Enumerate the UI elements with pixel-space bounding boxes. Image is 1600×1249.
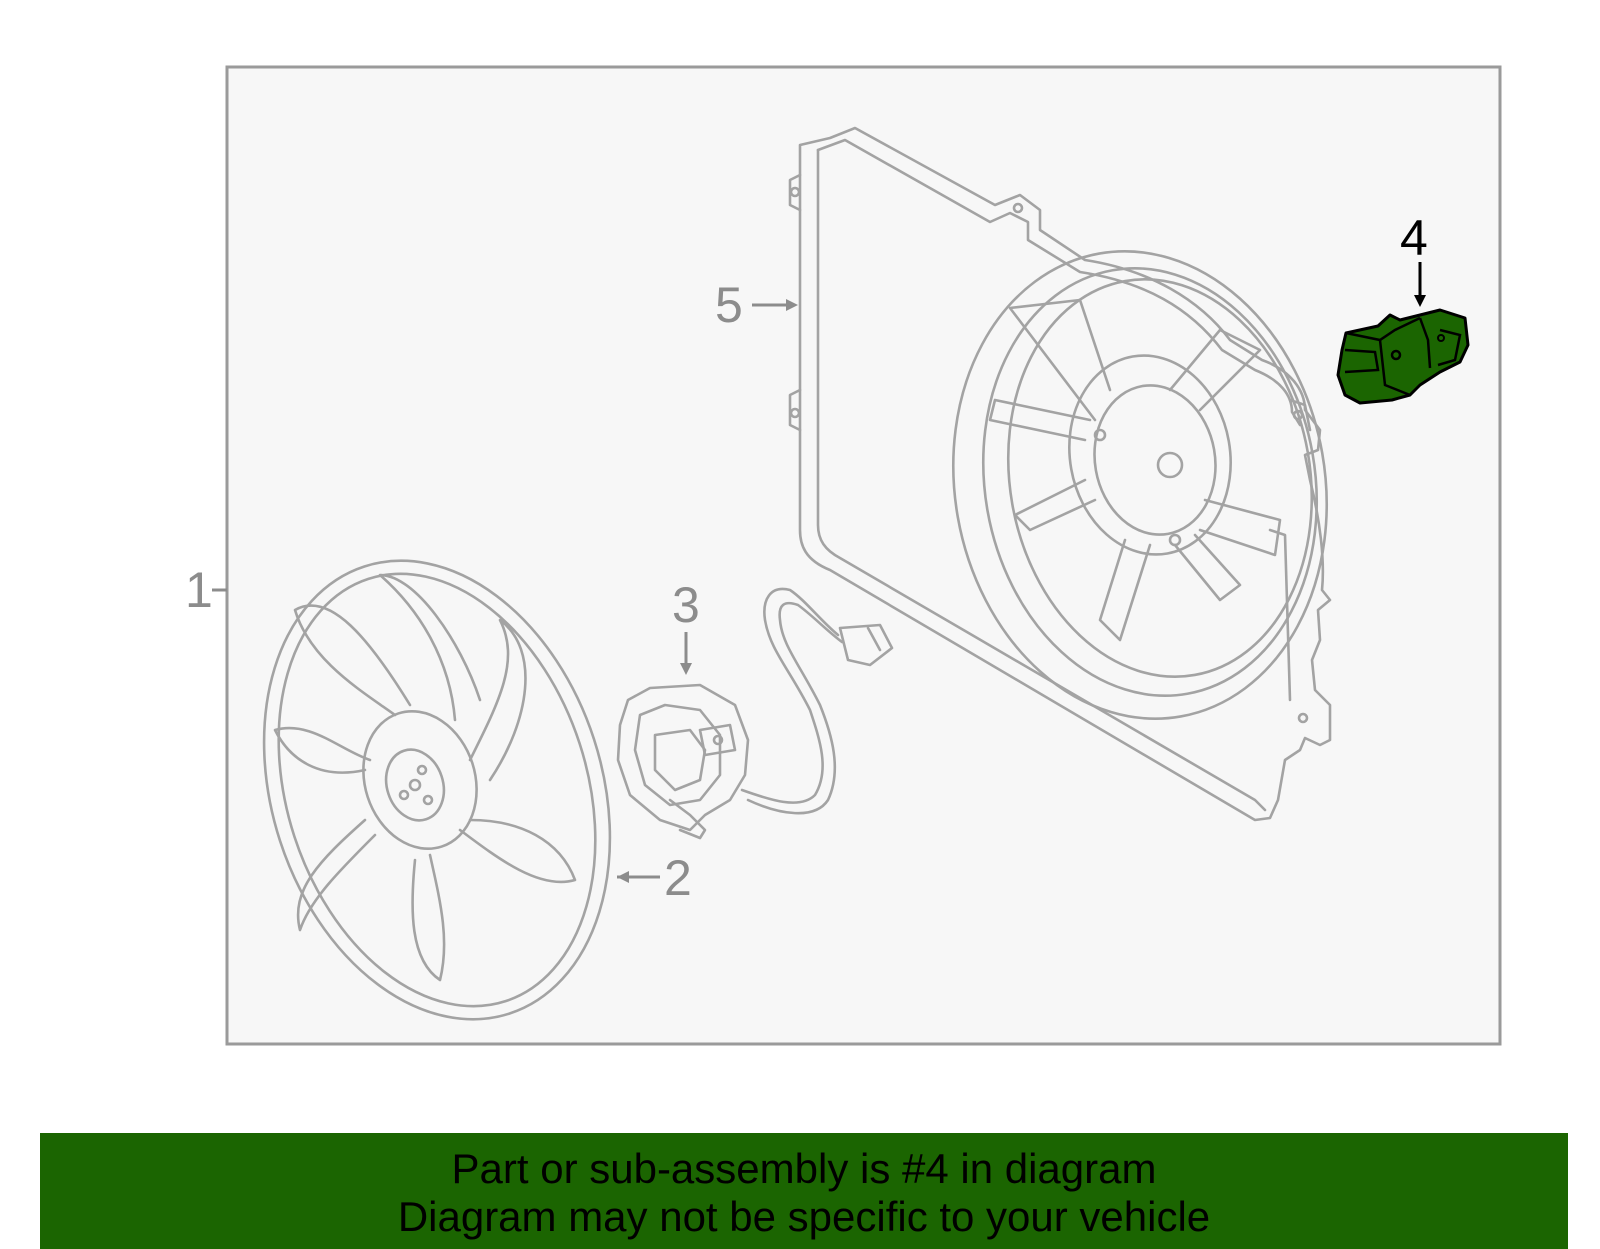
- callout-5-arrowhead: [786, 299, 798, 311]
- callout-5[interactable]: 5: [715, 277, 743, 333]
- diagram-frame: [225, 65, 1502, 1046]
- callout-2[interactable]: 2: [664, 850, 692, 906]
- callout-4-arrowhead: [1414, 295, 1426, 307]
- callout-3[interactable]: 3: [672, 577, 700, 633]
- callout-3-arrowhead: [680, 663, 692, 675]
- callout-2-arrowhead: [617, 871, 629, 883]
- banner-line-2: Diagram may not be specific to your vehi…: [397, 1193, 1211, 1240]
- fan-shroud-icon[interactable]: [788, 126, 1363, 822]
- callout-1[interactable]: 1: [185, 562, 213, 618]
- wire-harness: [740, 587, 894, 815]
- motor-icon[interactable]: [616, 683, 750, 840]
- banner-line-1: Part or sub-assembly is #4 in diagram: [451, 1145, 1157, 1192]
- callout-4[interactable]: 4: [1400, 210, 1428, 266]
- resistor-module-icon[interactable]: [1336, 308, 1470, 405]
- fan-blade-icon[interactable]: [207, 516, 666, 1065]
- info-banner: Part or sub-assembly is #4 in diagram Di…: [40, 1133, 1568, 1249]
